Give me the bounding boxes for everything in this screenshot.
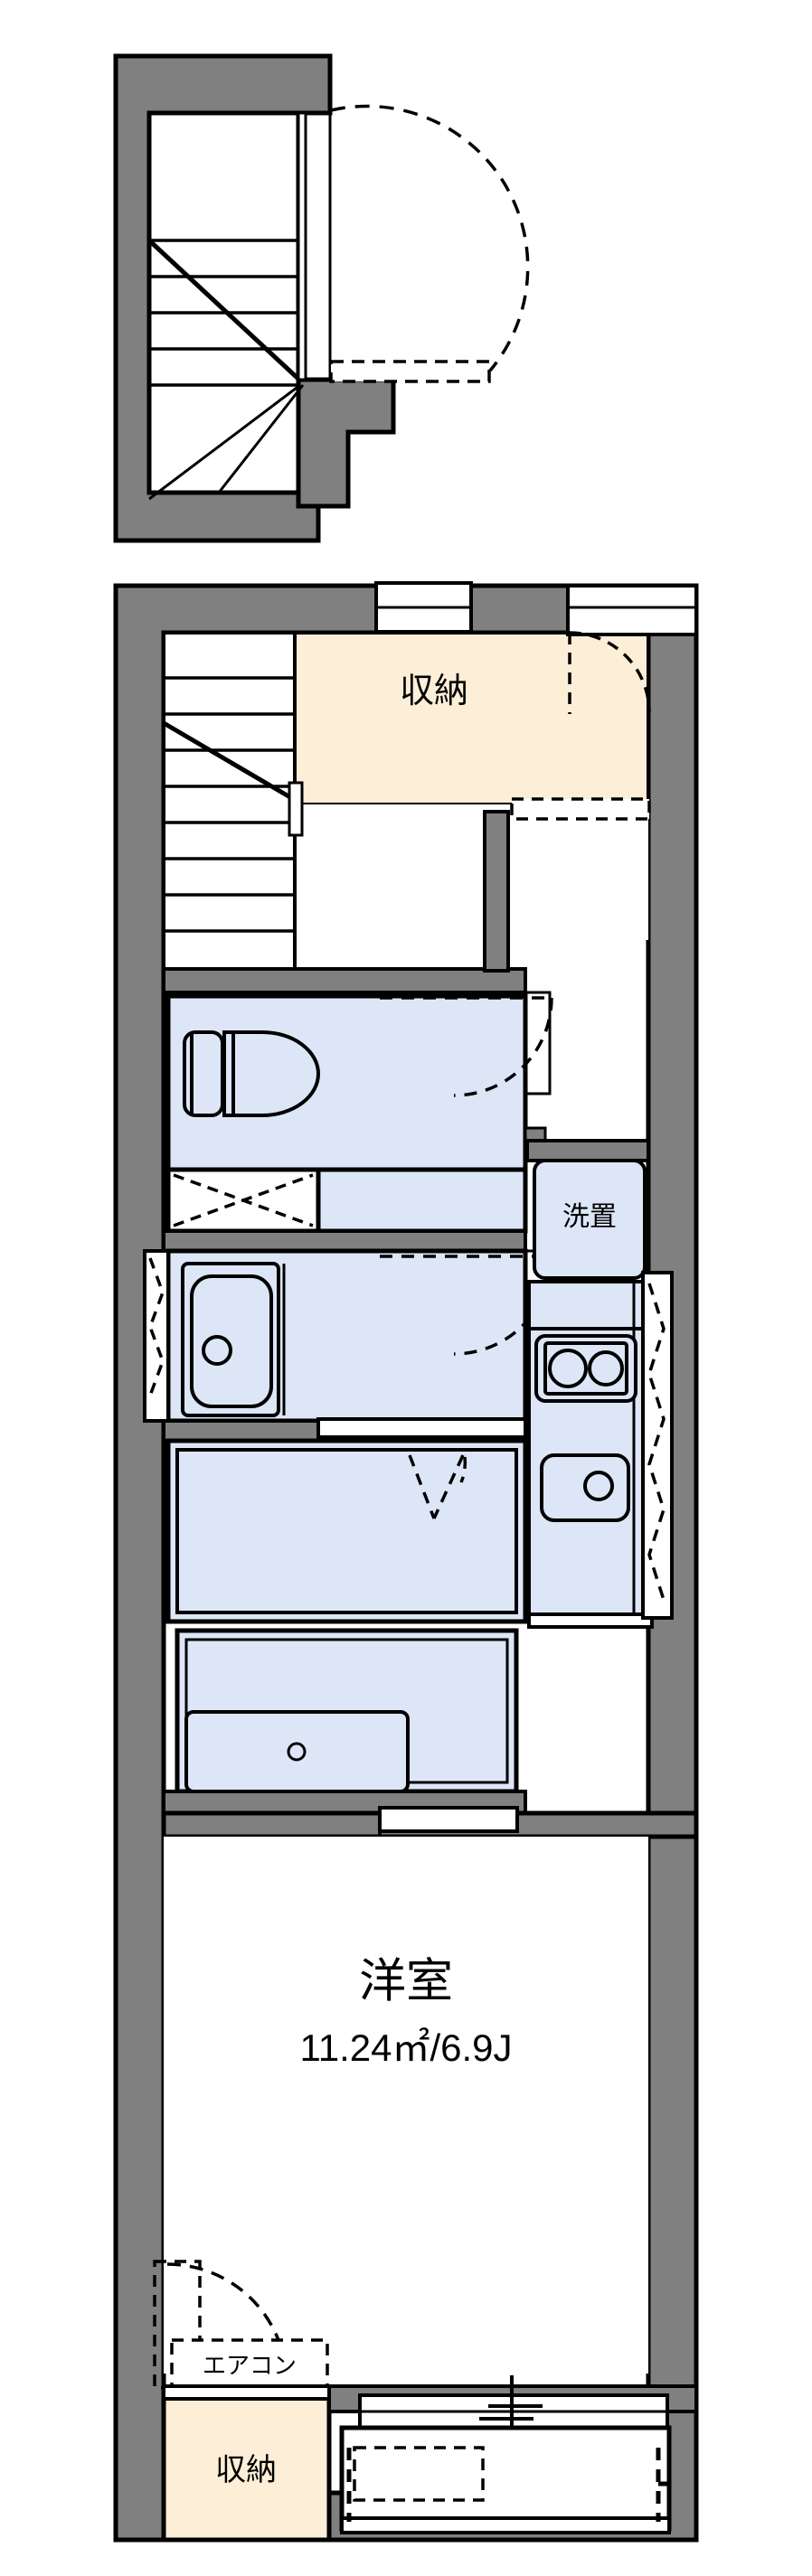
main-stairwell-box [162,631,297,971]
main-stair-diagonal [162,720,297,803]
balcony-railing [340,2516,671,2534]
wash-basin-unit [181,1262,280,1417]
balcony-sliding-door [358,2375,669,2440]
closet-lower-label: 収納 [215,2453,277,2487]
aircon-group: エアコン [153,2260,329,2393]
washbasin-left-niche [143,1249,170,1423]
closet-lower-door [162,2384,331,2401]
main-room-area-label: 11.24㎡/6.9J [299,2026,512,2069]
closet-upper-fill [295,633,648,804]
toilet-bottom-wall [162,1229,527,1253]
main-room-name: 洋室 [359,1956,453,2008]
toilet-unit [183,1030,320,1117]
washer-top-wall [525,1139,650,1162]
bath-door-swing [408,1454,467,1519]
stair-wall-opening [288,781,304,837]
stair-bottom-wall [162,967,527,994]
main-stair-steps-lower [164,821,295,933]
hall-area [295,804,648,940]
bath-drain [287,1742,307,1762]
bath-unit-outline [175,1448,518,1614]
balcony-equipment-outline [353,2446,485,2502]
upper-stair-steps [149,239,298,387]
kitchen-base-line [527,1612,654,1629]
closet-upper-window [374,581,473,634]
balcony-partition-right [656,2448,673,2522]
upper-plan-entrance-door [297,104,530,383]
upper-stair-plan [113,53,530,543]
aircon-label: エアコン [203,2352,297,2379]
closet-lower [161,2394,332,2543]
upper-stairwell-box [146,110,301,495]
kitchen-window [641,1271,674,1620]
kitchen-sink [540,1453,630,1522]
closet-upper-label: 収納 [400,672,468,710]
aircon-door-leaf [153,2260,202,2390]
bath-entry-opening [316,1417,527,1439]
toilet-lower-extension [316,1167,528,1234]
main-room-area [164,1837,648,2374]
main-entrance-door [566,584,698,714]
main-unit-plan: 収納 [113,581,699,2543]
upper-stair-winder-lines [148,383,305,501]
toilet-door [380,991,553,1097]
washer-space [533,1159,647,1280]
upper-stair-diagonal [147,239,302,382]
closet-sliding-door [510,797,651,821]
toilet-shelf-cross [173,1173,314,1227]
gas-stove-two-burner [534,1334,637,1403]
hall-divider-wall [483,810,510,973]
kitchen-counter-top [527,1280,645,1330]
washer-label: 洗置 [562,1202,617,1232]
balcony-slab [339,2425,672,2532]
